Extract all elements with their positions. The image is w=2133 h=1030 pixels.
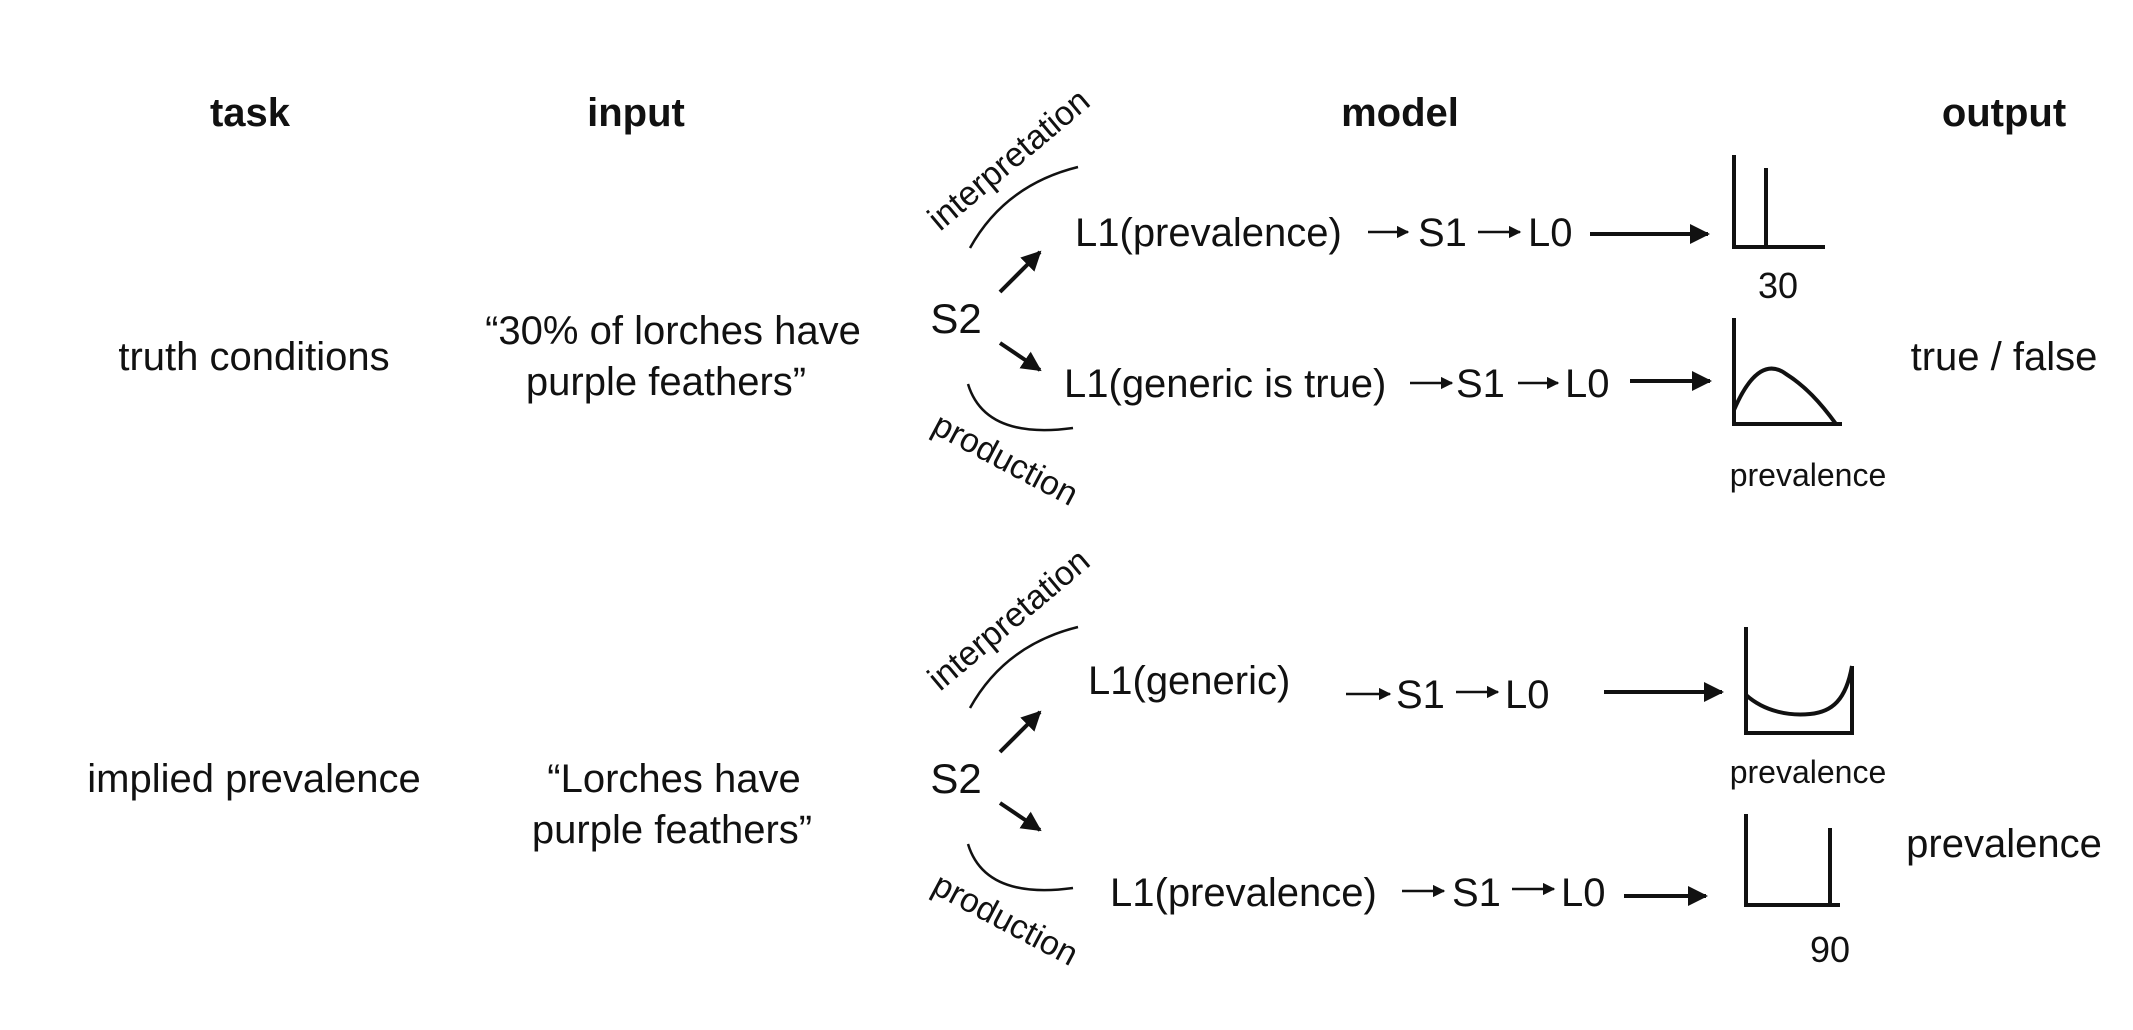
l0-label: L0: [1505, 673, 1550, 717]
l0-label: L0: [1561, 871, 1606, 915]
arrow-s2-to-top-branch: [998, 250, 1042, 294]
l1-prevalence-label: L1(prevalence): [1075, 211, 1342, 255]
production-label: production: [926, 406, 1084, 514]
l0-label: L0: [1528, 211, 1573, 255]
plot-axis-label: prevalence: [1730, 754, 1887, 790]
header-output: output: [1942, 91, 2066, 135]
s1-label: S1: [1418, 211, 1467, 255]
plot-axes: [1732, 155, 1825, 249]
interpretation-label: interpretation: [921, 541, 1097, 698]
task-label-truth-conditions: truth conditions: [118, 335, 389, 379]
input-text-line1: “Lorches have: [547, 757, 800, 801]
header-task: task: [210, 91, 291, 135]
interpretation-arc: [968, 165, 1079, 249]
plot-curve: [1732, 366, 1838, 426]
plot-axes: [1744, 627, 1854, 735]
arrow-s2-to-top-branch: [998, 710, 1042, 754]
speaker-s2: S2: [930, 295, 981, 342]
l0-label: L0: [1565, 362, 1610, 406]
s1-label: S1: [1396, 673, 1445, 717]
output-prevalence: prevalence: [1906, 822, 2102, 866]
l1-generic-label: L1(generic): [1088, 659, 1290, 703]
output-true-false: true / false: [1911, 335, 2098, 379]
l1-generic-is-true-label: L1(generic is true): [1064, 362, 1386, 406]
interpretation-arc: [968, 625, 1079, 709]
interpretation-label: interpretation: [921, 81, 1097, 238]
input-text-line2: purple feathers”: [526, 360, 806, 404]
task-label-implied-prevalence: implied prevalence: [87, 757, 421, 801]
production-arc: [966, 843, 1074, 892]
arrow-s2-to-bottom-branch: [998, 801, 1042, 832]
u-shape-plot: [1744, 627, 1854, 735]
plot-value-label: 90: [1810, 929, 1850, 970]
production-arc: [966, 383, 1074, 432]
header-model: model: [1341, 91, 1459, 135]
input-text-line2: purple feathers”: [532, 808, 812, 852]
spike-plot: [1732, 155, 1825, 249]
s1-label: S1: [1452, 871, 1501, 915]
hump-plot: [1732, 318, 1842, 426]
arrow-s2-to-bottom-branch: [998, 341, 1042, 372]
l1-prevalence-label: L1(prevalence): [1110, 871, 1377, 915]
plot-axis-label: prevalence: [1730, 457, 1887, 493]
production-label: production: [926, 866, 1084, 974]
plot-axes: [1732, 318, 1842, 426]
s1-label: S1: [1456, 362, 1505, 406]
plot-axes: [1744, 814, 1840, 907]
plot-curve: [1744, 665, 1854, 717]
speaker-s2: S2: [930, 755, 981, 802]
plot-value-label: 30: [1758, 265, 1798, 306]
input-text-line1: “30% of lorches have: [485, 309, 861, 353]
spike-plot: [1744, 814, 1840, 907]
header-input: input: [587, 91, 685, 135]
